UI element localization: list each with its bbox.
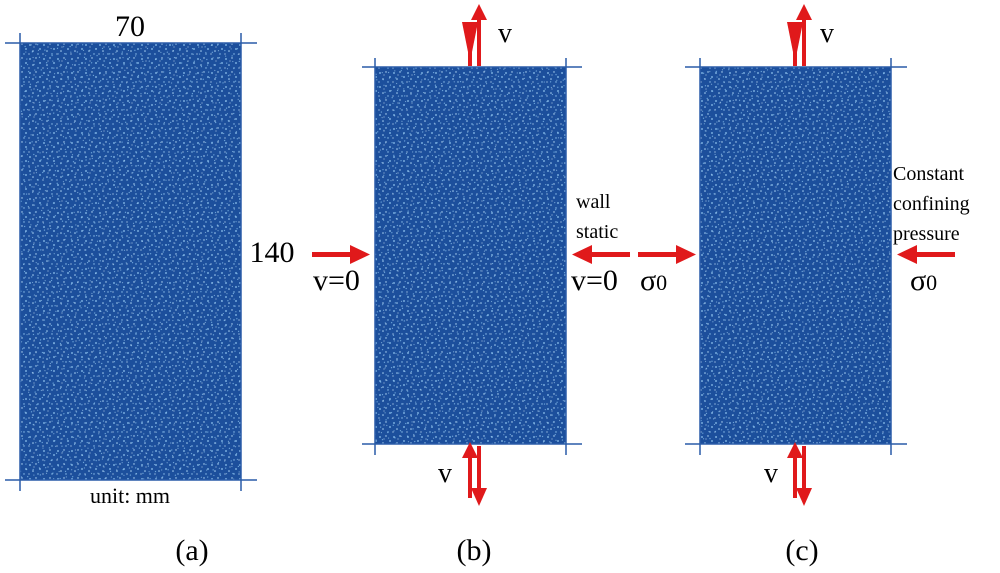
- left-arrow-b: [312, 245, 370, 264]
- specimen-b-texture: [375, 67, 566, 444]
- bottom-velocity-arrow-b: [462, 442, 487, 506]
- top-v-label-b: v: [498, 18, 512, 49]
- left-arrow-c: [638, 245, 696, 264]
- confining-note-c: confining: [893, 193, 970, 215]
- specimen-c-texture: [700, 67, 891, 444]
- bottom-v-label-c: v: [764, 458, 778, 489]
- panel-b: v v v=0 wall static v=0 (b): [312, 4, 630, 567]
- caption-a: (a): [175, 534, 208, 567]
- left-label-b: v=0: [313, 264, 360, 297]
- left-label-c: σ0: [640, 264, 667, 297]
- caption-c: (c): [785, 534, 818, 567]
- constant-note-c: Constant: [893, 163, 965, 185]
- right-label-b: v=0: [571, 264, 618, 297]
- wall-note-b: wall: [576, 191, 611, 213]
- top-velocity-arrow-b: [462, 4, 487, 66]
- specimen-a-texture: [20, 43, 241, 480]
- top-v-label-c: v: [820, 18, 834, 49]
- panel-c: v v σ0 Constant confining pressure σ0 (c…: [638, 4, 970, 567]
- right-label-c: σ0: [910, 264, 937, 297]
- right-arrow-c: [897, 245, 955, 264]
- bottom-v-label-b: v: [438, 458, 452, 489]
- pressure-note-c: pressure: [893, 223, 960, 245]
- caption-b: (b): [457, 534, 492, 567]
- static-note-b: static: [576, 221, 618, 243]
- bottom-velocity-arrow-c: [787, 442, 812, 506]
- width-label: 70: [115, 10, 145, 43]
- height-label: 140: [250, 236, 295, 269]
- top-velocity-arrow-c: [787, 4, 812, 66]
- right-arrow-b: [572, 245, 630, 264]
- unit-label: unit: mm: [90, 483, 170, 508]
- panel-a: 70 140 unit: mm (a): [5, 10, 295, 567]
